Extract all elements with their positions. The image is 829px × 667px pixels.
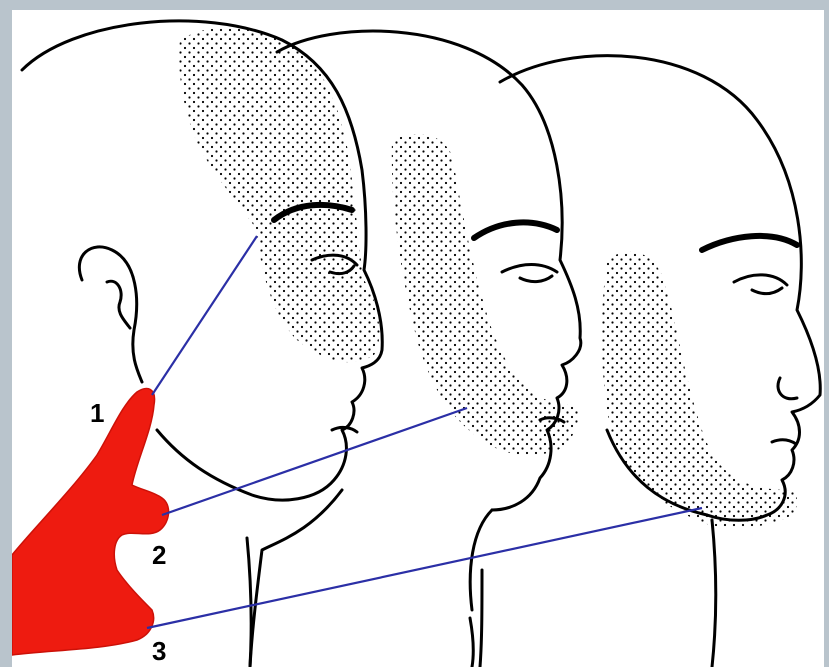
illustration — [12, 10, 824, 667]
label-3: 3 — [152, 638, 166, 664]
pointer-line-2 — [162, 408, 467, 515]
pointer-line-1 — [152, 236, 257, 395]
pointer-line-3 — [147, 508, 702, 628]
label-2: 2 — [152, 542, 166, 568]
drawing-canvas: 1 2 3 — [12, 10, 824, 667]
red-hand-icon — [12, 388, 169, 655]
label-1: 1 — [90, 400, 104, 426]
dotted-zone-2 — [392, 134, 579, 455]
dotted-zone-1 — [179, 28, 379, 363]
